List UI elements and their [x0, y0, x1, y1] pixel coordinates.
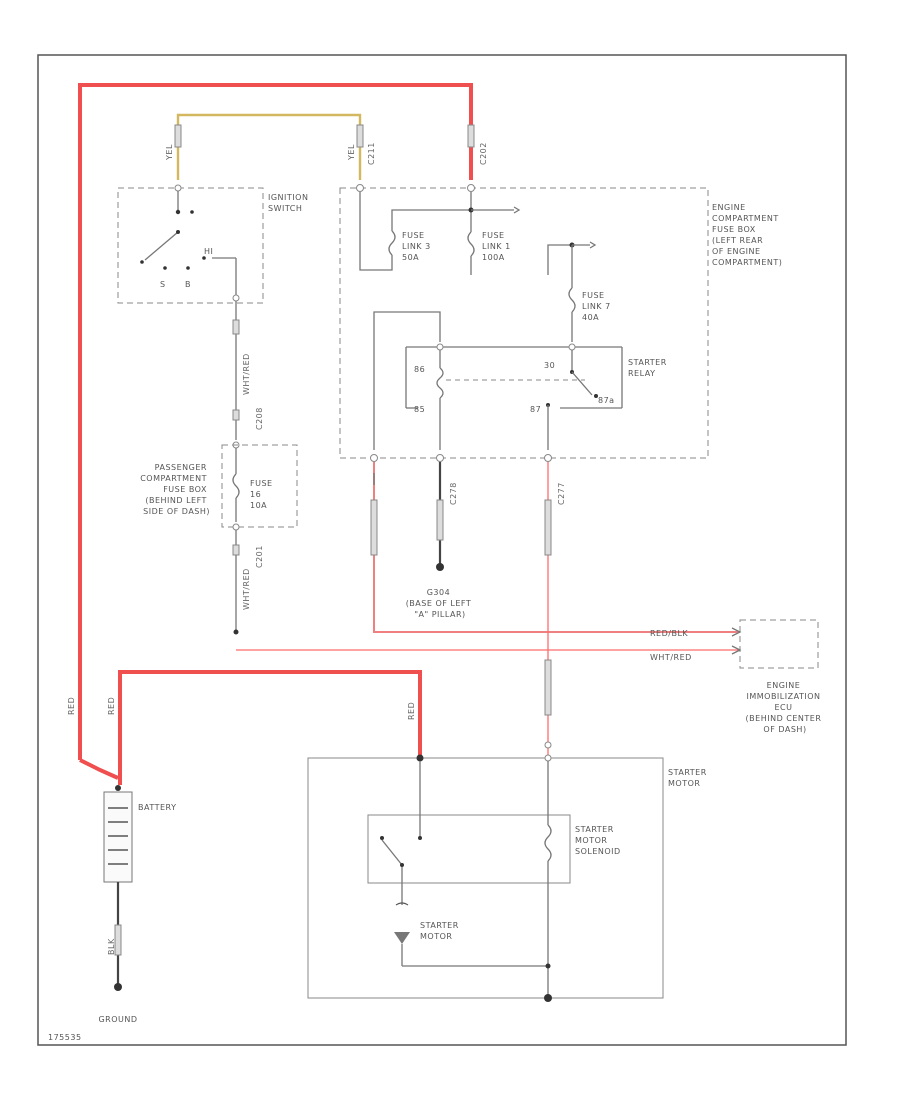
starter-relay-label: STARTER RELAY: [628, 358, 670, 378]
fuse-link-7: [547, 241, 597, 342]
relay-pin-30: 86: [414, 365, 425, 374]
passenger-fuse-box: [221, 444, 298, 528]
starter-battery-terminal: [416, 754, 424, 762]
wire-red-left: RED: [67, 697, 76, 715]
battery-symbol: [103, 785, 133, 991]
starter-motor-label: STARTER MOTOR: [420, 921, 462, 941]
relay-pin-86: 85: [414, 405, 425, 414]
fuse-link-7-label: FUSE LINK 7 40A: [582, 291, 614, 322]
top-connector-marks: [174, 124, 475, 148]
connector-c208: C208: [255, 407, 264, 430]
red-main-wires: [78, 83, 473, 785]
solenoid-internals: [380, 761, 552, 998]
fuse-link-1-label: FUSE LINK 1 100A: [482, 231, 514, 262]
switch-terminal-s: S: [160, 280, 166, 289]
ignition-switch-label: IGNITION SWITCH: [268, 193, 311, 213]
engine-box-bottom-terminals: [370, 454, 552, 462]
engine-fuse-box-label: ENGINE COMPARTMENT FUSE BOX (LEFT REAR O…: [712, 203, 782, 267]
ignition-switch-symbol: [140, 184, 240, 302]
connector-c201: C201: [255, 545, 264, 568]
starter-motor-box: [307, 757, 664, 999]
wire-wht-red-bottom: WHT/RED: [242, 568, 251, 610]
c202-terminal: [467, 184, 475, 192]
immobilizer-ecu: [731, 619, 819, 669]
fuse-16: [232, 448, 240, 531]
wire-blk-ground: BLK: [107, 938, 116, 955]
switch-terminal-hi: HI: [204, 247, 213, 256]
relay-to-solenoid-wire: [544, 462, 552, 758]
relay-pin-87: 87: [530, 405, 541, 414]
fuse16-to-ecu-wire: [232, 530, 740, 651]
starter-relay: [373, 311, 623, 450]
wire-wht-red-ecu: WHT/RED: [650, 653, 692, 662]
starter-motor-symbol: [394, 902, 552, 1002]
fuse-link-3: [359, 192, 471, 271]
diagram-frame: [37, 54, 847, 1046]
fuse-link-3-label: FUSE LINK 3 50A: [402, 231, 434, 262]
connector-c211: C211: [367, 142, 376, 165]
connector-c278: C278: [449, 482, 458, 505]
solenoid-box: [367, 814, 571, 884]
wire-red-blk-ecu: RED/BLK: [650, 629, 688, 638]
switch-terminal-b: B: [185, 280, 191, 289]
wire-wht-red-top: WHT/RED: [242, 353, 251, 395]
fuse-16-label: FUSE 16 10A: [250, 479, 276, 510]
g304-label: G304 (BASE OF LEFT "A" PILLAR): [406, 588, 475, 619]
starter-s-terminal: [544, 754, 552, 762]
engine-fuse-box: [339, 187, 709, 459]
c211-terminal: [356, 184, 364, 192]
connector-c202: C202: [479, 142, 488, 165]
wire-red-starter: RED: [407, 702, 416, 720]
yellow-wires: [176, 113, 362, 180]
ignition-to-fuse16-wire: [232, 301, 240, 449]
starter-motor-box-label: STARTER MOTOR: [668, 768, 710, 788]
relay-pin-30-label: 30: [544, 361, 555, 370]
solenoid-label: STARTER MOTOR SOLENOID: [575, 825, 621, 856]
ground-label: GROUND: [98, 1015, 137, 1024]
wire-yel-left: YEL: [165, 144, 174, 161]
ignition-switch-box: [117, 187, 264, 304]
passenger-fuse-box-label: PASSENGER COMPARTMENT FUSE BOX (BEHIND L…: [140, 463, 210, 516]
g304-ground-wire: [436, 462, 444, 571]
figure-id: 175535: [48, 1033, 82, 1042]
battery-label: BATTERY: [138, 803, 176, 812]
wire-yel-right: YEL: [347, 144, 356, 161]
connector-c277: C277: [557, 482, 566, 505]
fuse-link-1: [467, 192, 521, 275]
wire-red-batt: RED: [107, 697, 116, 715]
relay-pin-87a: 87a: [598, 396, 615, 405]
relay-to-ecu-wire: [370, 462, 740, 633]
immobilizer-ecu-label: ENGINE IMMOBILIZATION ECU (BEHIND CENTER…: [746, 681, 825, 734]
